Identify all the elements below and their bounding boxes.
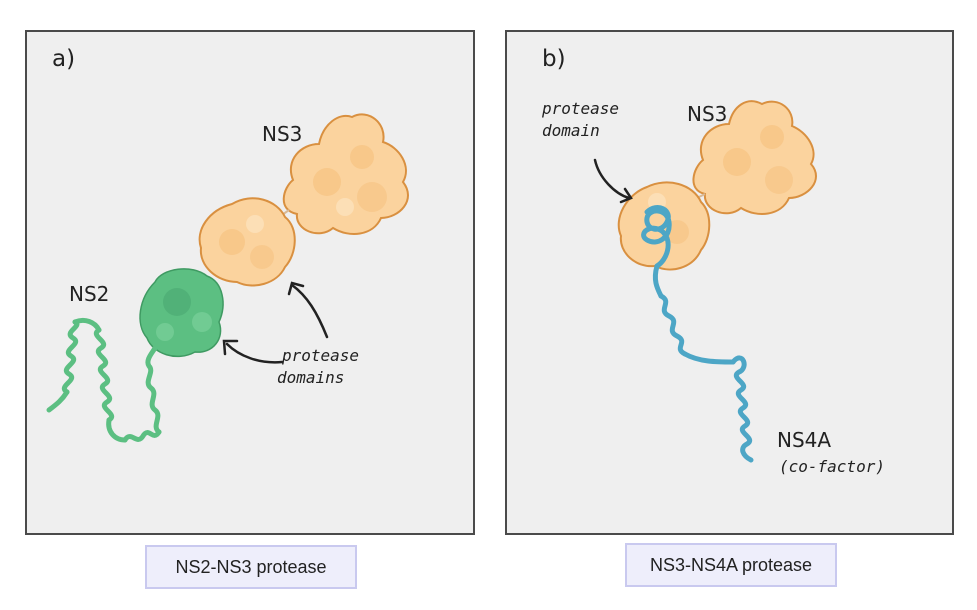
ns3-label: NS3	[262, 122, 303, 146]
ns3-helicase-domain-blob	[692, 100, 817, 215]
panel-b: b) protease domain NS3 NS4A (co-factor)	[505, 30, 954, 535]
ns2-label: NS2	[69, 282, 110, 306]
cofactor-label: (co-factor)	[779, 457, 885, 476]
panel-a: a) NS3 NS2 protease domains	[25, 30, 475, 535]
protease-arrows	[222, 281, 329, 364]
ns3-helicase-domain-blob	[282, 113, 409, 235]
ns4a-label: NS4A	[777, 428, 832, 452]
ns2-protease-domain-blob	[139, 268, 224, 358]
protease-arrow	[593, 158, 633, 204]
ns2-transmembrane-helices	[46, 317, 162, 443]
protease-annotation-line1: protease	[542, 99, 620, 118]
panel-a-illustration	[46, 113, 409, 443]
panel-b-letter: b)	[542, 46, 566, 72]
protease-annotation-line1: protease	[282, 346, 360, 365]
caption-ns2-ns3: NS2-NS3 protease	[145, 545, 357, 589]
panel-a-letter: a)	[52, 46, 76, 72]
protease-annotation-line2: domains	[277, 368, 345, 387]
ns3-protease-domain-blob	[198, 197, 296, 287]
caption-ns3-ns4a: NS3-NS4A protease	[625, 543, 837, 587]
protease-annotation-line2: domain	[542, 121, 600, 140]
ns3-label: NS3	[687, 102, 728, 126]
panel-b-illustration	[593, 100, 817, 463]
ns4a-cofactor-helix	[641, 205, 754, 463]
